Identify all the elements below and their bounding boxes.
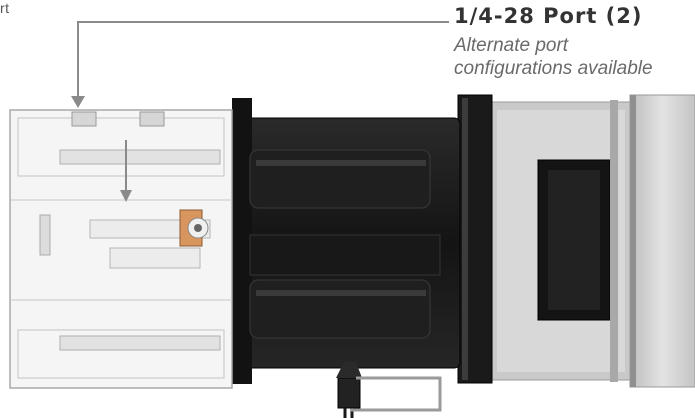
leader-line	[71, 21, 449, 108]
port-fitting-right	[139, 111, 165, 127]
callout-note-line-2: configurations available	[454, 58, 653, 79]
leader-arrowhead	[71, 96, 85, 108]
cropped-label-fragment: rt	[0, 0, 10, 16]
port-fitting-left	[71, 111, 97, 127]
cable-connector	[336, 362, 442, 418]
internal-flow-arrow	[120, 140, 132, 202]
callout-note: Alternate port configurations available	[454, 34, 653, 80]
stepper-motor	[489, 94, 695, 388]
manifold-block	[9, 109, 233, 389]
pump-motor-body	[232, 98, 461, 384]
callout-note-line-1: Alternate port	[454, 35, 569, 56]
callout-title: 1/4-28 Port (2)	[454, 4, 643, 28]
